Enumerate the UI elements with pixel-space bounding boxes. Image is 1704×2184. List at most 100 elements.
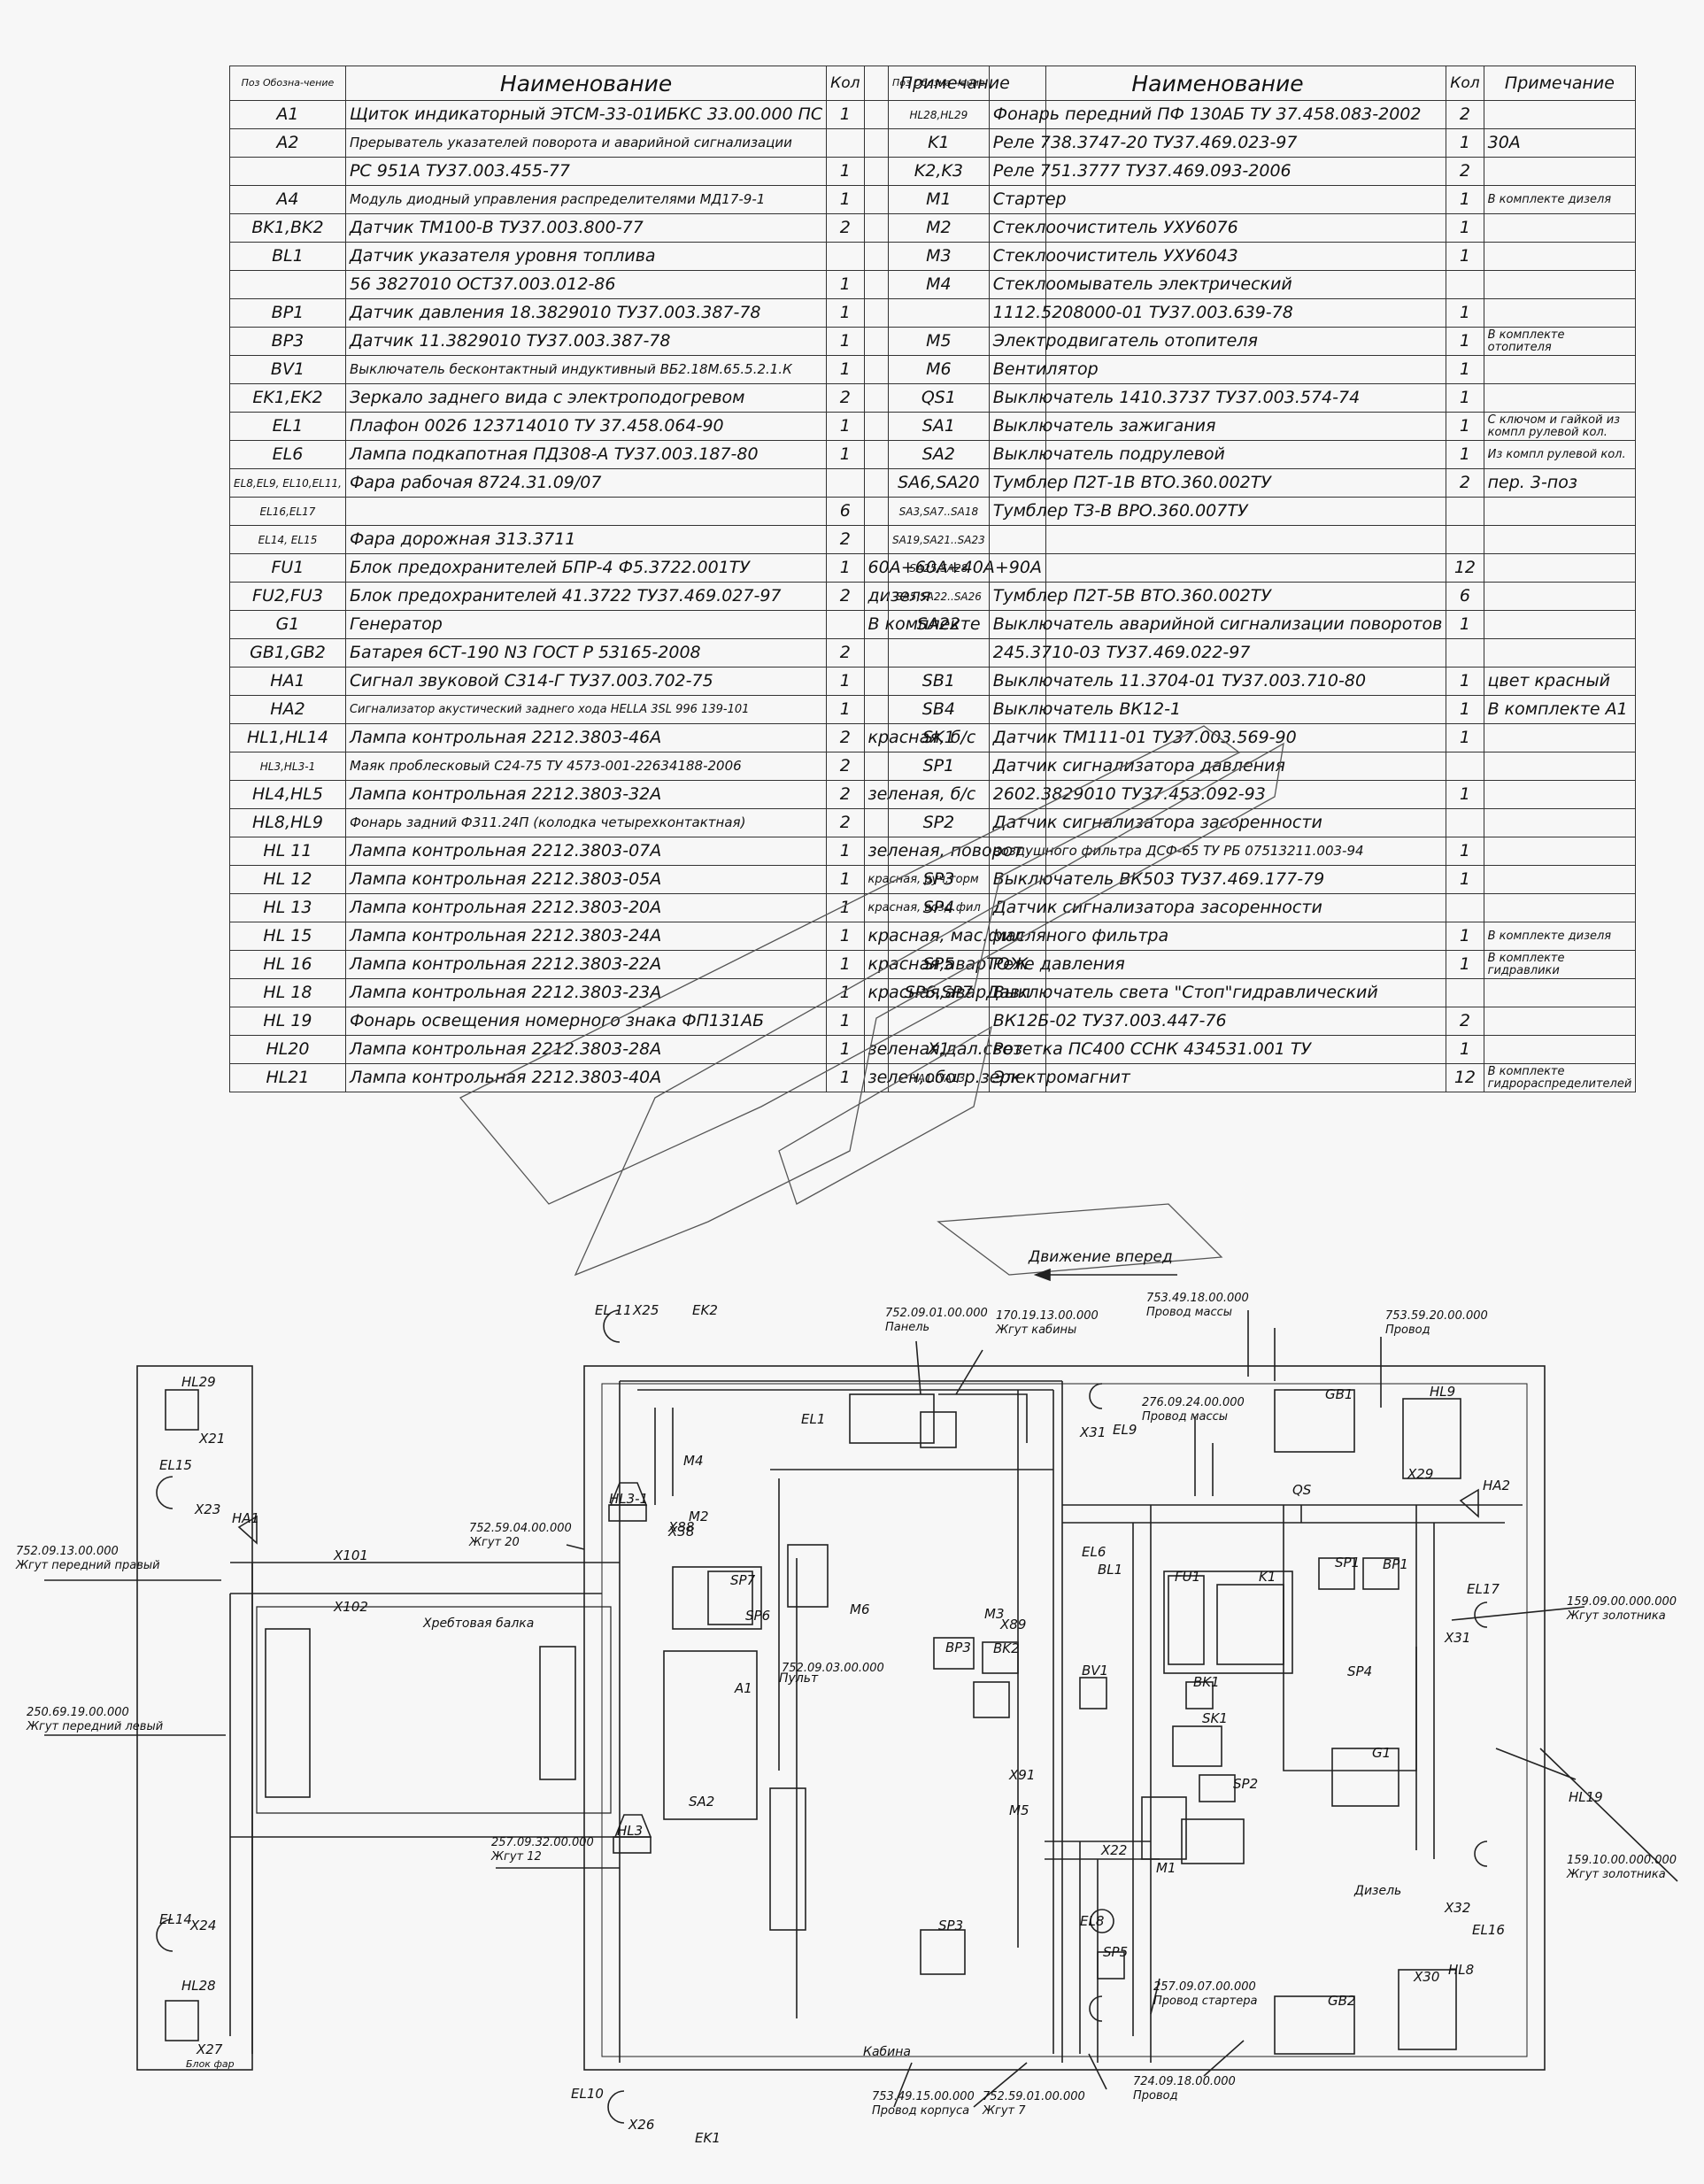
cell-note: В комплекте дизеля: [1483, 922, 1637, 951]
callout-text: Жгут 12: [490, 1850, 542, 1864]
cell-pos: [229, 157, 346, 186]
header-qty: Кол: [1446, 66, 1484, 101]
cell-qty: 1: [1446, 213, 1484, 243]
label-hl3: HL3: [617, 1823, 643, 1839]
cell-qty: 6: [826, 497, 865, 526]
cell-note: В комплекте гидравлики: [1483, 950, 1637, 979]
label-x30: X30: [1413, 1969, 1439, 1985]
label-hl3-1: HL3-1: [609, 1491, 648, 1507]
cell-qty: [1446, 525, 1484, 554]
cell-note: [1483, 893, 1637, 922]
label-el16: EL16: [1472, 1922, 1505, 1938]
label-qs: QS: [1292, 1482, 1312, 1498]
label-m4: M4: [683, 1453, 704, 1469]
label-x21: X21: [198, 1431, 225, 1447]
callout-text: Жгут 20: [468, 1536, 520, 1549]
label-el8: EL8: [1080, 1913, 1104, 1929]
cell-name: Выключатель бесконтактный индуктивный ВБ…: [344, 355, 828, 384]
callout-text: Жгут кабины: [995, 1324, 1076, 1337]
cell-pos: HL20: [229, 1035, 346, 1064]
cell-name: Фонарь освещения номерного знака ФП131АБ: [344, 1007, 828, 1036]
cell-pos: SP4: [888, 893, 990, 922]
cell-name: Выключатель 1410.3737 ТУ37.003.574-74: [988, 383, 1447, 413]
label-sp4: SP4: [1347, 1663, 1372, 1679]
label-hl28: HL28: [181, 1978, 216, 1994]
cell-qty: 1: [1446, 412, 1484, 441]
callout-text: Провод: [1385, 1324, 1430, 1337]
label-bk1: BK1: [1193, 1674, 1220, 1690]
cell-qty: 1: [1446, 327, 1484, 356]
cell-note: 30А: [1483, 128, 1637, 158]
cell-note: [1483, 752, 1637, 781]
label-x91: X91: [1008, 1767, 1035, 1783]
cell-pos: SP3: [888, 865, 990, 894]
cell-pos: A4: [229, 185, 346, 214]
label-gb2: GB2: [1328, 1993, 1355, 2009]
label-ek1: EK1: [695, 2130, 721, 2146]
cell-name: Лампа подкапотная ПД308-А ТУ37.003.187-8…: [344, 440, 828, 469]
cell-pos: BV1: [229, 355, 346, 384]
table-header: Поз Обозна-чение Наименование Кол Примеч…: [888, 66, 1637, 101]
label-ha2: HA2: [1483, 1478, 1510, 1493]
cell-qty: 12: [1446, 1063, 1484, 1092]
cell-note: С ключом и гайкой из компл рулевой кол.: [1483, 412, 1637, 441]
cell-qty: 1: [1446, 185, 1484, 214]
cell-pos: [888, 298, 990, 328]
cell-qty: [1446, 638, 1484, 668]
cell-qty: 2: [826, 752, 865, 781]
cell-name: Щиток индикаторный ЭТСМ-33-01ИБКС 33.00.…: [344, 100, 828, 129]
cell-qty: 1: [826, 837, 865, 866]
cell-pos: [888, 1007, 990, 1036]
label-m1: M1: [1156, 1860, 1176, 1876]
cell-qty: 1: [826, 893, 865, 922]
cell-note: [1483, 780, 1637, 809]
callout-text: Жгут золотника: [1566, 1609, 1666, 1623]
cell-pos: EL1: [229, 412, 346, 441]
cell-qty: [1446, 808, 1484, 837]
fuse-block-fu1: [1163, 1570, 1293, 1674]
label-hl8: HL8: [1448, 1962, 1474, 1978]
cell-pos: FU1: [229, 553, 346, 583]
label-x89: X89: [999, 1617, 1026, 1632]
label-a1: A1: [734, 1680, 752, 1696]
callout-text: Жгут передний правый: [15, 1559, 160, 1572]
cell-name: Фонарь передний ПФ 130АБ ТУ 37.458.083-2…: [988, 100, 1447, 129]
cell-qty: 1: [1446, 1035, 1484, 1064]
cell-qty: 2: [1446, 100, 1484, 129]
cell-name: Датчик давления 18.3829010 ТУ37.003.387-…: [344, 298, 828, 328]
cell-pos: M6: [888, 355, 990, 384]
label-hl29: HL29: [181, 1374, 216, 1390]
label-ha1: HA1: [232, 1510, 259, 1526]
label-el10: EL10: [571, 2086, 604, 2102]
label-m2: M2: [689, 1509, 709, 1524]
cell-name: Прерыватель указателей поворота и аварий…: [344, 128, 828, 158]
cell-pos: M3: [888, 242, 990, 271]
cell-qty: 2: [826, 383, 865, 413]
label-x27: X27: [196, 2041, 223, 2057]
cell-pos: SK1: [888, 723, 990, 752]
cell-name: Тумблер П2Т-5В ВТО.360.002ТУ: [988, 582, 1447, 611]
cell-name: Датчик ТМ111-01 ТУ37.003.569-90: [988, 723, 1447, 752]
cell-pos: GB1,GB2: [229, 638, 346, 668]
cell-pos: HL 12: [229, 865, 346, 894]
cell-pos: SA22: [888, 610, 990, 639]
cell-note: В комплекте гидрораспределителей: [1483, 1063, 1637, 1092]
callout-text: Жгут 7: [982, 2104, 1026, 2118]
label-g1: G1: [1372, 1745, 1391, 1761]
cell-pos: EL16,EL17: [229, 497, 346, 526]
callout-text: Провод корпуса: [872, 2104, 969, 2118]
cell-qty: 1: [1446, 242, 1484, 271]
